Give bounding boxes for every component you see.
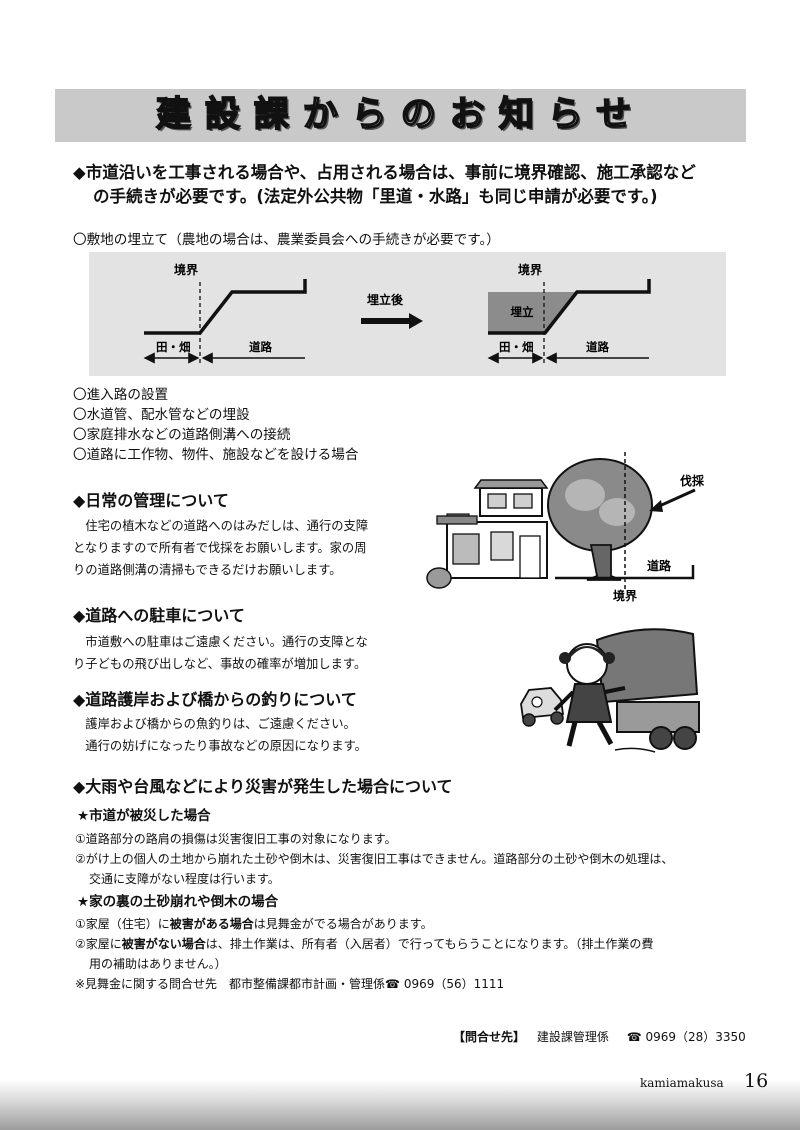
disaster-line: ②家屋に被害がない場合は、排土作業は、所有者（入居者）で行ってもらうことになりま… <box>75 937 654 951</box>
footer-site-name: kamiamakusa <box>640 1076 724 1090</box>
landfill-heading: 〇敷地の埋立て（農地の場合は、農業委員会への手続きが必要です。） <box>73 232 500 248</box>
parking-body: 市道敷への駐車はご遠慮ください。通行の支障とな り子どもの飛び出しなど、事故の確… <box>73 631 413 675</box>
child-car-illustration <box>520 628 700 753</box>
page-title: 建設課からのお知らせ <box>155 94 646 136</box>
disaster-heading: ◆大雨や台風などにより災害が発生した場合について <box>73 777 453 796</box>
field-label-left: 田・畑 <box>156 340 191 354</box>
disaster-sub-2-body: ①家屋（住宅）に被害がある場合は見舞金がでる場合があります。 ②家屋に被害がない… <box>75 914 765 994</box>
fishing-line: 通行の妨げになったり事故などの原因になります。 <box>73 739 367 753</box>
daily-heading: ◆日常の管理について <box>73 491 229 510</box>
contact-label: 【問合せ先】 <box>453 1030 526 1044</box>
fishing-heading: ◆道路護岸および橋からの釣りについて <box>73 690 357 709</box>
contact-info: 【問合せ先】 建設課管理係 ☎ 0969（28）3350 <box>453 1028 746 1045</box>
emphasis-damage: 被害がある場合 <box>169 917 254 931</box>
list-item: 〇家庭排水などの道路側溝への接続 <box>73 427 291 443</box>
daily-line: りの道路側溝の清掃もできるだけお願いします。 <box>73 563 342 577</box>
landfill-diagram: 境界 田・畑 道路 埋立後 境界 埋立 田・畑 道路 <box>89 252 726 376</box>
landfill-diagram-svg: 境界 田・畑 道路 埋立後 境界 埋立 田・畑 道路 <box>143 262 651 364</box>
parking-line: 市道敷への駐車はご遠慮ください。通行の支障とな <box>73 635 368 649</box>
fishing-body: 護岸および橋からの魚釣りは、ご遠慮ください。 通行の妨げになったり事故などの原因… <box>73 713 413 757</box>
boundary-label-left: 境界 <box>174 262 198 277</box>
fill-label: 埋立 <box>511 305 534 319</box>
intro-line-2: の手続きが必要です。(法定外公共物「里道・水路」も同じ申請が必要です。) <box>93 187 658 206</box>
list-item: 〇水道管、配水管などの埋設 <box>73 407 250 423</box>
house-illustration <box>426 479 549 589</box>
emphasis-no-damage: 被害がない場合 <box>121 937 206 951</box>
intro-line-1: ◆市道沿いを工事される場合や、占用される場合は、事前に境界確認、施工承認など <box>73 163 696 182</box>
road-label-right: 道路 <box>586 340 609 354</box>
disaster-sub-1-body: ①道路部分の路肩の損傷は災害復旧工事の対象になります。 ②がけ上の個人の土地から… <box>75 829 765 889</box>
daily-line: となりますので所有者で伐採をお願いします。家の周 <box>73 541 367 555</box>
cut-label: 伐採 <box>680 473 705 488</box>
child-illustration <box>553 643 656 753</box>
disaster-line: 用の補助はありません。） <box>89 957 227 971</box>
truck-illustration <box>595 628 700 750</box>
boundary-label-right: 境界 <box>518 262 542 277</box>
car-illustration <box>520 687 565 727</box>
disaster-note: ※見舞金に関する問合せ先 都市整備課都市計画・管理係☎ 0969（56）1111 <box>75 977 505 991</box>
tree-illustration <box>547 458 653 581</box>
boundary-label: 境界 <box>613 588 637 603</box>
list-item: 〇道路に工作物、物件、施設などを設ける場合 <box>73 447 359 463</box>
road-line <box>555 565 695 580</box>
disaster-sub-heading-2: ★家の裏の土砂崩れや倒木の場合 <box>77 894 279 910</box>
disaster-sub-heading-1: ★市道が被災した場合 <box>77 808 211 824</box>
field-label-right: 田・畑 <box>499 340 534 354</box>
fill-after-label: 埋立後 <box>367 292 404 307</box>
house-tree-illustration: 伐採 道路 境界 <box>426 452 705 603</box>
disaster-line: ②がけ上の個人の土地から崩れた土砂や倒木は、災害復旧工事はできません。道路部分の… <box>75 852 674 866</box>
fishing-line: 護岸および橋からの魚釣りは、ご遠慮ください。 <box>73 717 356 731</box>
contact-dept: 建設課管理係 <box>536 1030 609 1044</box>
disaster-line: 交通に支障がない程度は行います。 <box>89 872 280 886</box>
parking-line: り子どもの飛び出しなど、事故の確率が増加します。 <box>73 657 367 671</box>
page-number: 16 <box>744 1070 769 1092</box>
disaster-line: ①家屋（住宅）に被害がある場合は見舞金がでる場合があります。 <box>75 917 433 931</box>
disaster-line: ①道路部分の路肩の損傷は災害復旧工事の対象になります。 <box>75 832 397 846</box>
fill-area <box>488 292 577 333</box>
daily-body: 住宅の植木などの道路へのはみだしは、通行の支障 となりますので所有者で伐採をお願… <box>73 515 413 581</box>
contact-tel: ☎ 0969（28）3350 <box>626 1030 746 1044</box>
title-banner <box>55 89 746 142</box>
road-label-left: 道路 <box>249 340 272 354</box>
list-item: 〇進入路の設置 <box>73 387 169 403</box>
ground-profile-after <box>488 279 651 335</box>
road-label: 道路 <box>647 558 672 573</box>
work-item-list: 〇進入路の設置 〇水道管、配水管などの埋設 〇家庭排水などの道路側溝への接続 〇… <box>73 385 358 465</box>
transform-arrow-icon <box>361 313 423 329</box>
footer-bar <box>0 1080 800 1130</box>
intro-paragraph: ◆市道沿いを工事される場合や、占用される場合は、事前に境界確認、施工承認など の… <box>73 161 753 209</box>
parking-heading: ◆道路への駐車について <box>73 606 245 625</box>
ground-profile-before <box>144 279 307 335</box>
daily-line: 住宅の植木などの道路へのはみだしは、通行の支障 <box>73 519 369 533</box>
